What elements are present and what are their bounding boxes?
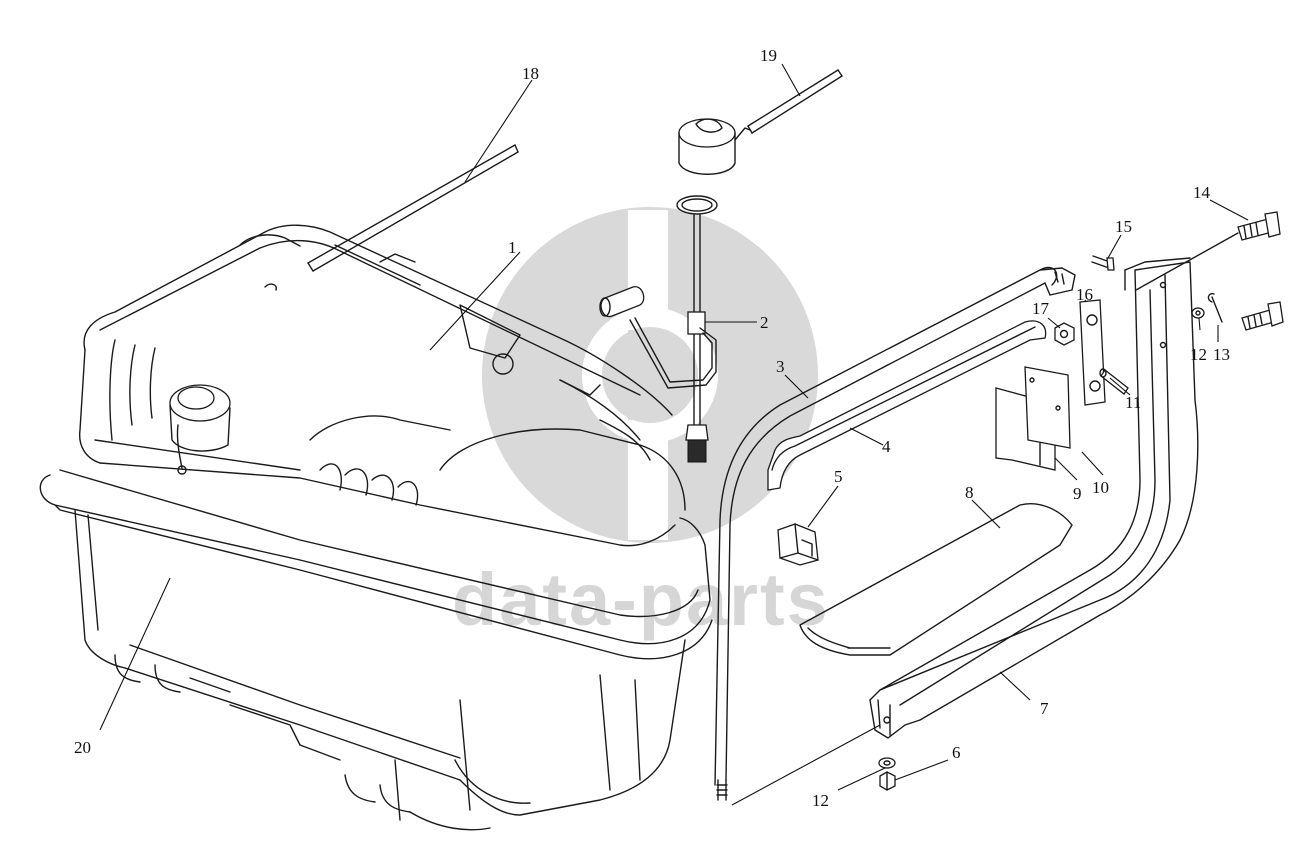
fuel-tank-part [39,224,713,831]
callout-14: 14 [1193,183,1211,202]
callout-12-upper: 12 [1190,345,1207,364]
callout-13: 13 [1213,345,1230,364]
callout-4: 4 [882,437,891,456]
callout-5: 5 [834,467,843,486]
strap-pad-part-8 [799,503,1073,656]
clip-part-5 [777,523,819,566]
bracket-part-7 [869,257,1199,739]
rod-part-19 [747,69,843,134]
washer-part-12-lower [878,757,896,769]
pin-part-15 [1091,255,1115,271]
callout-7: 7 [1040,699,1049,718]
callout-10: 10 [1092,478,1109,497]
pad-part-10 [1024,366,1071,449]
nut-part-17 [1054,322,1075,346]
fuel-sender-part-2 [599,118,751,463]
watermark-text: data-parts [452,558,830,641]
callout-labels: 1 2 3 4 5 6 7 8 9 10 11 12 12 13 14 15 1… [74,46,1230,810]
callout-19: 19 [760,46,777,65]
callout-18: 18 [522,64,539,83]
callout-16: 16 [1076,285,1093,304]
rubber-pad-part-4 [767,320,1047,491]
watermark-logo: data-parts [452,207,830,641]
strap-part-3 [714,266,1076,801]
nut-part-6 [879,771,896,791]
leader-lines [99,63,1249,806]
plate-part-16 [1079,299,1106,406]
callout-12-lower: 12 [812,791,829,810]
callout-15: 15 [1115,217,1132,236]
callout-3: 3 [776,357,785,376]
callout-1: 1 [508,238,517,257]
callout-2: 2 [760,313,769,332]
cotter-pin-part-13 [1207,292,1223,323]
callout-20: 20 [74,738,91,757]
callout-6: 6 [952,743,961,762]
washer-part-12-upper [1191,307,1205,319]
callout-9: 9 [1073,484,1082,503]
bolt-part-14 [1135,211,1281,291]
rod-part-18 [307,144,519,272]
callout-8: 8 [965,483,974,502]
callout-17: 17 [1032,299,1050,318]
callout-11: 11 [1125,393,1141,412]
bolt-lower [1241,301,1284,331]
